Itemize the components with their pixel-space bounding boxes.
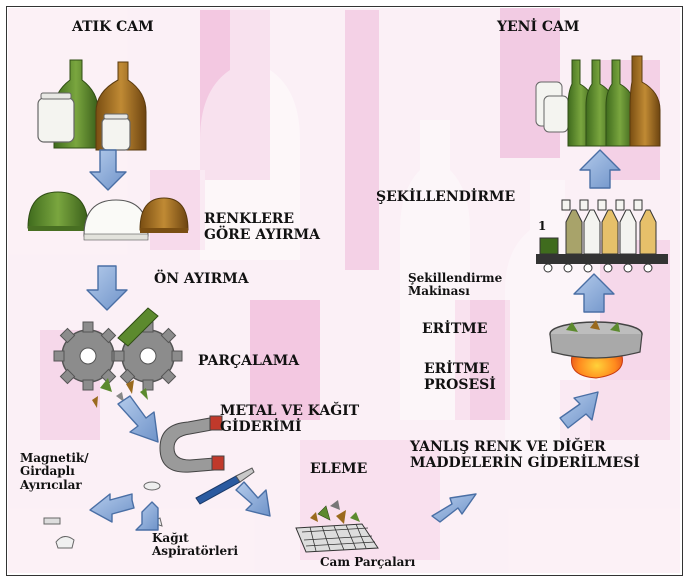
conveyor-number: 1 [538, 220, 546, 233]
label-eritme-prosesi: ERİTME PROSESİ [424, 362, 496, 393]
label-sekillendirme: ŞEKİLLENDİRME [376, 190, 515, 206]
label-magnetik-ayiricilar: Magnetik/ Girdaplı Ayırıcılar [20, 452, 89, 492]
label-metal-kagit-giderimi: METAL VE KAĞIT GİDERİMİ [220, 404, 359, 435]
label-sekillendirme-makinasi: Şekillendirme Makinası [408, 272, 502, 299]
label-yanlis-renk-giderilmesi: YANLIŞ RENK VE DİĞER MADDELERİN GİDERİLM… [410, 440, 640, 471]
label-parcalama: PARÇALAMA [198, 354, 299, 370]
label-on-ayirma: ÖN AYIRMA [154, 272, 249, 288]
label-cam-parcalari: Cam Parçaları [320, 556, 415, 569]
label-kagit-aspiratorleri: Kağıt Aspiratörleri [152, 532, 238, 559]
label-eritme: ERİTME [422, 322, 487, 338]
title-atik-cam: ATIK CAM [72, 20, 154, 36]
label-eleme: ELEME [310, 462, 367, 478]
label-renklere-gore-ayirma: RENKLERE GÖRE AYIRMA [204, 212, 320, 243]
title-yeni-cam: YENİ CAM [497, 20, 579, 36]
